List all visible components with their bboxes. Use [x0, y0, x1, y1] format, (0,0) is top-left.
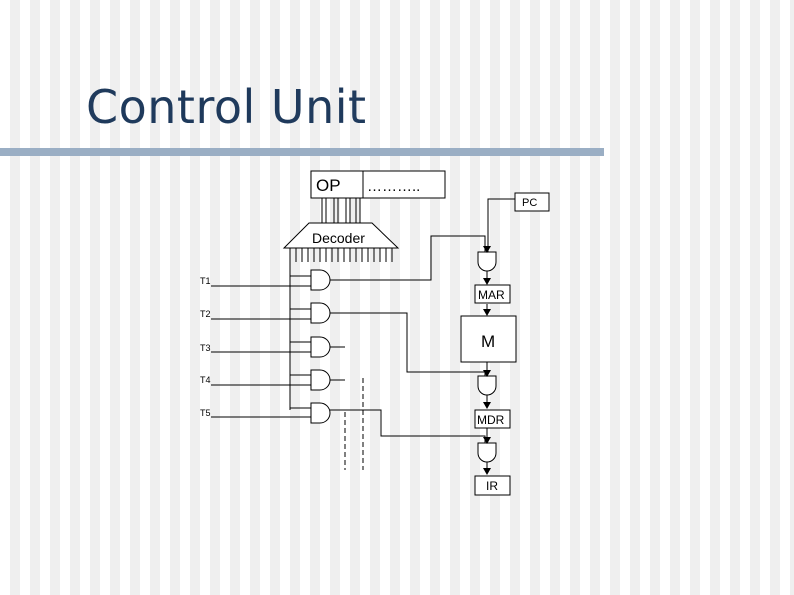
- and-gates: [310, 269, 331, 424]
- mar-gate: [477, 251, 497, 272]
- decoder-outputs: [289, 248, 393, 410]
- arrow-to-mar-box: [483, 278, 491, 285]
- and-gate-4: [310, 369, 331, 391]
- timing-signal-t3: T3: [200, 343, 211, 353]
- pc-to-mar-wire: [487, 198, 515, 252]
- pc-register: PC: [514, 192, 550, 212]
- title-divider: [0, 148, 604, 156]
- decoder: Decoder: [282, 222, 400, 249]
- memory-box: [460, 315, 517, 363]
- ir-box: [474, 475, 511, 496]
- arrow-to-ir: [483, 468, 491, 475]
- pc-box: [514, 192, 550, 212]
- and-gate-5: [310, 402, 331, 424]
- op-field-box: [310, 170, 364, 199]
- slide-title: Control Unit: [86, 80, 367, 134]
- mar-register: MAR: [474, 284, 511, 304]
- instruction-register: OP ………..: [310, 170, 446, 199]
- datapath-arrows: [483, 246, 491, 475]
- timing-signal-t4: T4: [200, 375, 211, 385]
- mar-box: [474, 284, 511, 304]
- decoder-body: [282, 222, 400, 249]
- ir-gate: [477, 442, 497, 463]
- arrow-to-mdr-gate: [483, 370, 491, 377]
- mdr-gate: [477, 375, 497, 396]
- decoder-label: Decoder: [312, 230, 365, 246]
- op-bit-lines: [321, 198, 361, 223]
- op-label: OP: [316, 176, 341, 195]
- and-gate-2: [310, 302, 331, 324]
- timing-signal-t5: T5: [200, 408, 211, 418]
- mdr-label: MDR: [477, 413, 505, 427]
- and-gate-1: [310, 269, 331, 291]
- memory-label: M: [481, 332, 495, 351]
- memory-block: M: [460, 315, 517, 363]
- and-gate-3: [310, 336, 331, 358]
- arrow-to-mdr: [483, 402, 491, 409]
- timing-signal-t2: T2: [200, 309, 211, 319]
- mdr-box: [474, 409, 511, 429]
- arrow-to-mar: [483, 246, 491, 253]
- mdr-register: MDR: [474, 409, 511, 429]
- arrow-to-m: [483, 309, 491, 316]
- dashed-lines: [344, 378, 364, 470]
- ir-label: IR: [486, 479, 498, 493]
- gate-feed-lines: [290, 275, 311, 409]
- timing-signal-t1: T1: [200, 276, 211, 286]
- datapath-gates: [477, 251, 497, 463]
- arrow-to-ir-gate: [483, 437, 491, 444]
- pc-label: PC: [522, 197, 537, 209]
- timing-signals: T1 T2 T3 T4 T5: [200, 276, 311, 418]
- address-field-box: [362, 170, 446, 199]
- ir-register: IR: [474, 475, 511, 496]
- op-dots: ………..: [367, 178, 420, 195]
- mar-label: MAR: [478, 288, 505, 302]
